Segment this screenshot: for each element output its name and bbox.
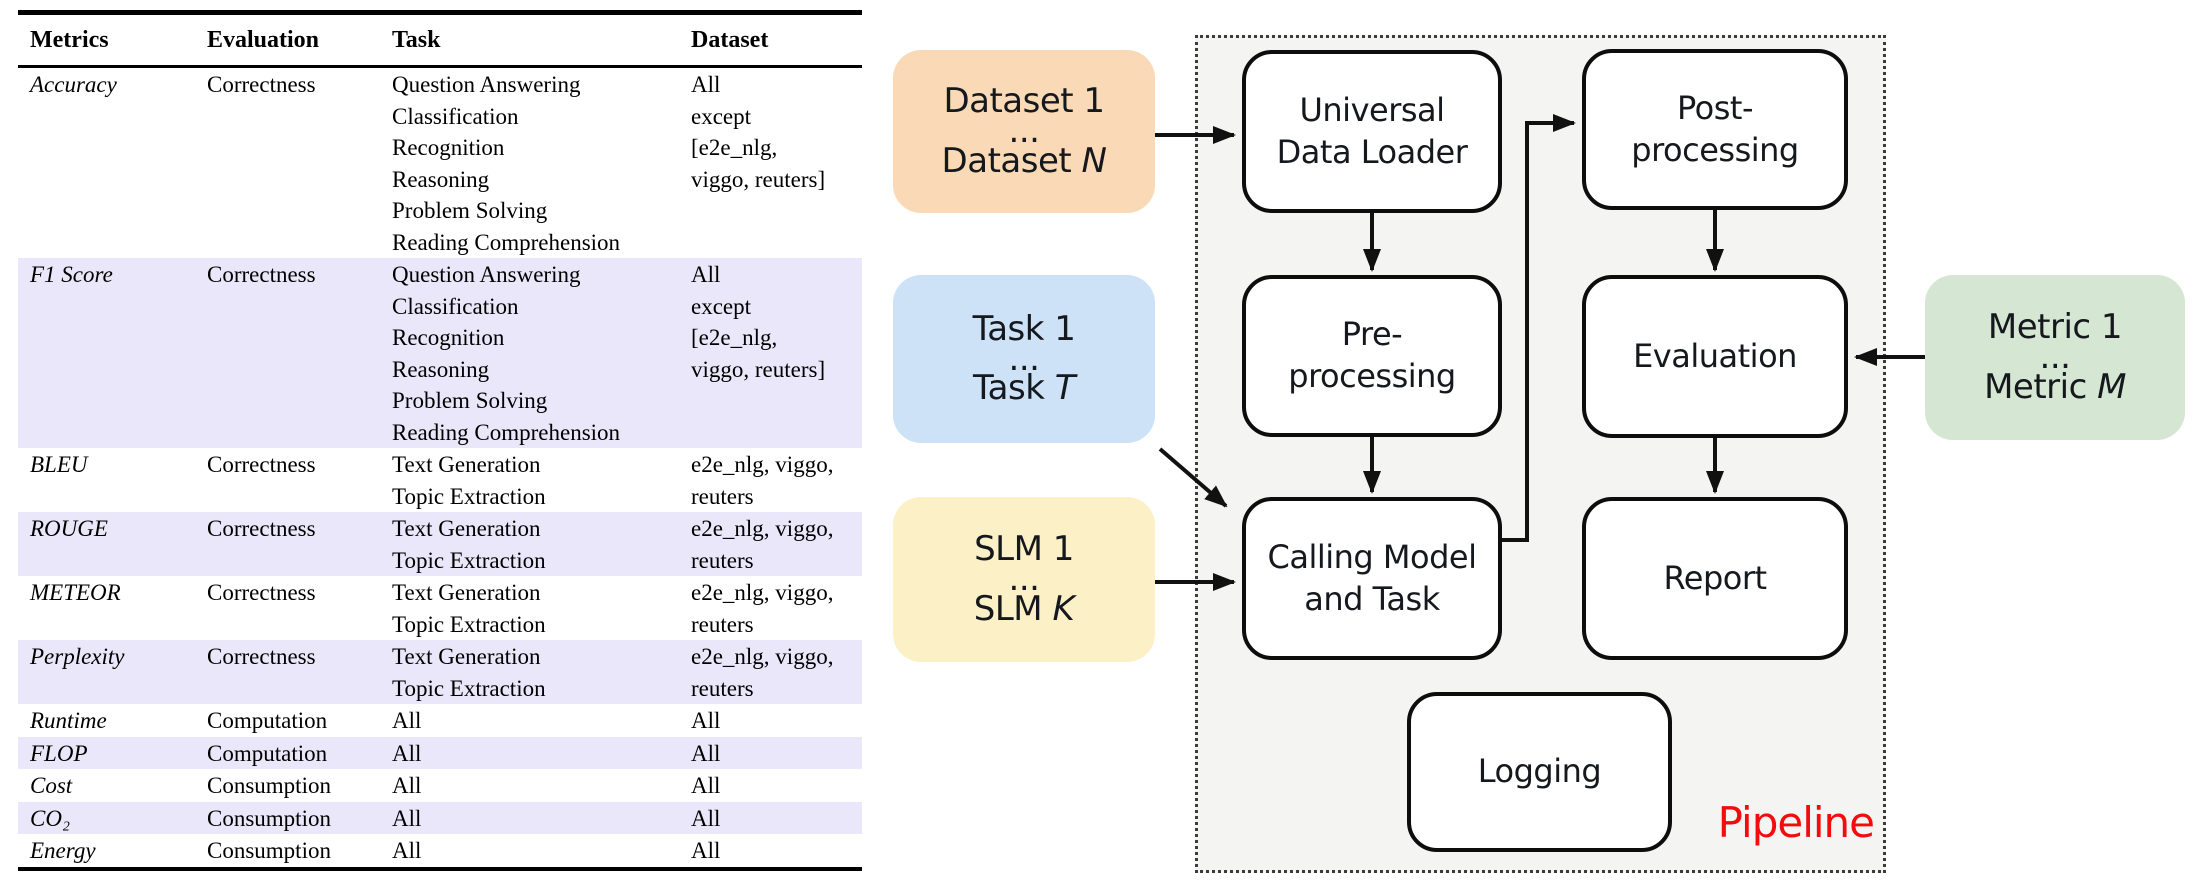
input-box-tasks: Task 1 ... Task T — [893, 275, 1155, 443]
column-header-task: Task — [392, 12, 691, 68]
cell-task: Text Generation Topic Extraction — [392, 452, 546, 509]
pipeline-label: Pipeline — [1717, 798, 1875, 847]
cell-dataset: e2e_nlg, viggo, reuters — [691, 452, 834, 509]
input-box-line: Metric 1 — [1987, 307, 2123, 348]
metrics-table: Metrics Evaluation Task Dataset Accuracy… — [18, 10, 862, 871]
cell-task: All — [392, 740, 422, 766]
cell-dataset: e2e_nlg, viggo, reuters — [691, 580, 834, 637]
cell-task: Question Answering Classification Recogn… — [392, 72, 621, 255]
table-row: Runtime Computation All All — [18, 704, 862, 737]
cell-metric: Energy — [30, 838, 96, 863]
cell-task: Question Answering Classification Recogn… — [392, 262, 621, 445]
ellipsis: ... — [2039, 337, 2071, 378]
pipeline-box-report: Report — [1582, 497, 1848, 660]
table-row: F1 Score Correctness Question Answering Cl… — [18, 258, 862, 448]
pipeline-box-post-processing: Post- processing — [1582, 49, 1848, 210]
input-box-slms: SLM 1 ... SLM K — [893, 497, 1155, 662]
table-row: Cost Consumption All All — [18, 769, 862, 802]
input-box-line: Dataset N — [942, 141, 1107, 182]
cell-task: All — [392, 805, 422, 831]
cell-dataset: All — [691, 805, 721, 831]
input-box-line-text: SLM — [973, 588, 1053, 629]
cell-task: Text Generation Topic Extraction — [392, 580, 546, 637]
cell-evaluation: Correctness — [207, 580, 316, 605]
cell-task: Text Generation Topic Extraction — [392, 516, 546, 573]
variable-letter: N — [1081, 140, 1107, 181]
input-box-line: SLM 1 — [974, 529, 1074, 570]
column-header-evaluation: Evaluation — [207, 12, 392, 68]
cell-task: All — [392, 708, 422, 733]
pipeline-box-evaluation: Evaluation — [1582, 275, 1848, 438]
input-box-line: Dataset 1 — [943, 81, 1105, 122]
cell-metric: Runtime — [30, 708, 107, 733]
pipeline-box-logging: Logging — [1407, 692, 1672, 852]
input-box-line: Metric M — [1984, 367, 2126, 408]
table-row: Perplexity Correctness Text Generation Top… — [18, 640, 862, 704]
cell-evaluation: Correctness — [207, 644, 316, 669]
ellipsis: ... — [1008, 559, 1040, 600]
table-row: CO₂ Consumption All All — [18, 801, 862, 834]
cell-dataset: All — [691, 708, 721, 733]
variable-letter: M — [2097, 366, 2126, 407]
cell-dataset: All — [691, 838, 721, 863]
table-row: METEOR Correctness Text Generation Topic E… — [18, 576, 862, 640]
cell-dataset: All except [e2e_nlg, viggo, reuters] — [691, 72, 826, 192]
column-header-dataset: Dataset — [691, 12, 862, 68]
input-box-line: Task 1 — [972, 308, 1076, 349]
cell-task: All — [392, 773, 422, 798]
table-row: FLOP Computation All All — [18, 736, 862, 769]
cell-metric: ROUGE — [30, 516, 108, 541]
input-box-datasets: Dataset 1 ... Dataset N — [893, 50, 1155, 213]
cell-dataset: e2e_nlg, viggo, reuters — [691, 516, 834, 573]
pipeline-box-pre-processing: Pre- processing — [1242, 275, 1502, 437]
input-box-line-text: Task — [973, 368, 1055, 409]
cell-task: Text Generation Topic Extraction — [392, 644, 546, 701]
cell-dataset: All — [691, 740, 721, 766]
cell-metric: Accuracy — [30, 72, 117, 97]
cell-metric: CO₂ — [30, 805, 70, 831]
input-box-metrics: Metric 1 ... Metric M — [1925, 275, 2185, 440]
cell-evaluation: Computation — [207, 740, 328, 766]
cell-dataset: All — [691, 773, 721, 798]
table-row: BLEU Correctness Text Generation Topic Ext… — [18, 448, 862, 512]
cell-evaluation: Computation — [207, 708, 328, 733]
cell-evaluation: Correctness — [207, 516, 316, 541]
cell-dataset: e2e_nlg, viggo, reuters — [691, 644, 834, 701]
cell-evaluation: Consumption — [207, 773, 331, 798]
cell-dataset: All except [e2e_nlg, viggo, reuters] — [691, 262, 826, 382]
input-box-line: SLM K — [973, 588, 1075, 630]
cell-evaluation: Correctness — [207, 452, 316, 477]
cell-metric: BLEU — [30, 452, 88, 477]
cell-evaluation: Consumption — [207, 805, 331, 831]
table-row: Energy Consumption All All — [18, 834, 862, 869]
cell-evaluation: Correctness — [207, 72, 316, 97]
pipeline-box-universal-data-loader: Universal Data Loader — [1242, 50, 1502, 213]
variable-letter: T — [1054, 368, 1076, 409]
table-row: ROUGE Correctness Text Generation Topic Ex… — [18, 512, 862, 576]
cell-metric: Perplexity — [30, 644, 125, 669]
cell-metric: F1 Score — [30, 262, 113, 287]
cell-evaluation: Consumption — [207, 838, 331, 863]
cell-evaluation: Correctness — [207, 262, 316, 287]
input-box-line-text: Metric — [1984, 366, 2098, 407]
variable-letter: K — [1052, 588, 1075, 629]
pipeline-box-calling-model-and-task: Calling Model and Task — [1242, 497, 1502, 660]
cell-metric: Cost — [30, 773, 73, 798]
input-box-line: Task T — [973, 368, 1075, 409]
cell-metric: METEOR — [30, 580, 121, 605]
table-header-row: Metrics Evaluation Task Dataset — [18, 12, 862, 68]
table-row: Accuracy Correctness Question Answering Cl… — [18, 67, 862, 259]
ellipsis: ... — [1008, 111, 1040, 152]
input-box-line-text: Dataset — [941, 140, 1082, 181]
column-header-metrics: Metrics — [18, 12, 207, 68]
cell-task: All — [392, 838, 422, 863]
cell-metric: FLOP — [30, 740, 88, 766]
ellipsis: ... — [1008, 338, 1040, 379]
metrics-table-section: Metrics Evaluation Task Dataset Accuracy… — [18, 10, 862, 871]
